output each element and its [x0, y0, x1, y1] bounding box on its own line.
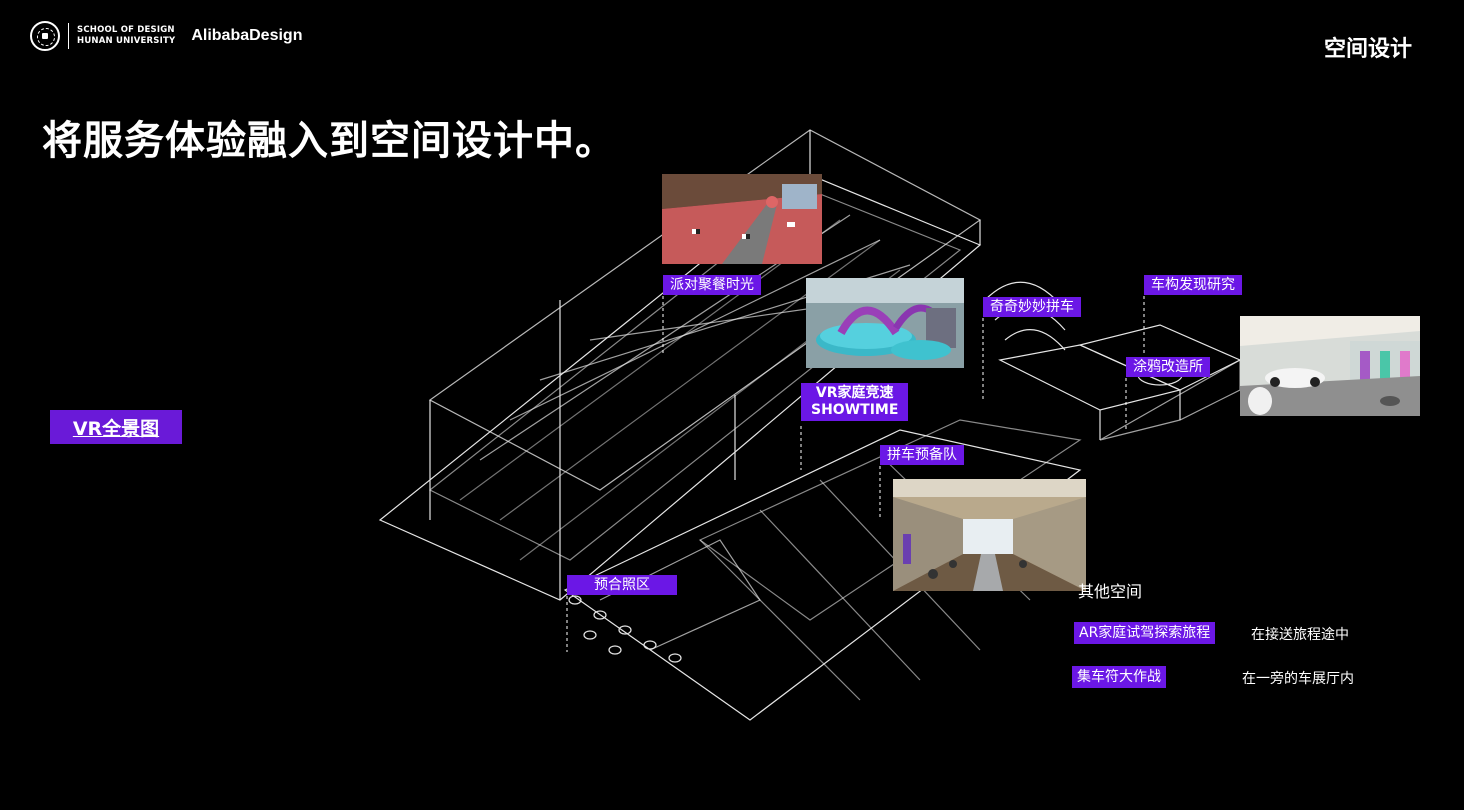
school-name-line1: SCHOOL OF DESIGN — [77, 25, 175, 35]
logo-divider — [68, 23, 69, 49]
brand-logo: AlibabaDesign — [191, 27, 303, 44]
zone-label-puzzle-carpool: 奇奇妙妙拼车 — [983, 297, 1081, 317]
other-space-label-collect: 集车符大作战 — [1072, 666, 1166, 688]
school-name: SCHOOL OF DESIGN HUNAN UNIVERSITY — [77, 25, 175, 47]
zone-label-photo-area: 预合照区 — [567, 575, 677, 595]
vr-panorama-link[interactable]: VR全景图 — [50, 410, 182, 444]
other-space-desc-ar-drive: 在接送旅程途中 — [1251, 627, 1349, 643]
render-party-dining — [662, 174, 822, 264]
render-graffiti-workshop — [1240, 316, 1420, 416]
render-carpool-reserve — [893, 479, 1086, 591]
school-name-line2: HUNAN UNIVERSITY — [77, 36, 176, 46]
zone-label-graffiti: 涂鸦改造所 — [1126, 357, 1210, 377]
render-vr-showtime — [806, 278, 964, 368]
other-spaces-heading: 其他空间 — [1078, 582, 1143, 601]
zone-label-party-dining: 派对聚餐时光 — [663, 275, 761, 295]
zone-label-vr-line1: VR家庭竞速 — [815, 385, 894, 401]
section-title: 空间设计 — [1323, 37, 1412, 62]
other-space-label-ar-drive: AR家庭试驾探索旅程 — [1074, 622, 1216, 644]
zone-label-vr-showtime: VR家庭竞速 SHOWTIME — [801, 383, 909, 421]
vr-panorama-label: VR全景图 — [72, 417, 160, 440]
zone-label-carpool-reserve: 拼车预备队 — [880, 445, 964, 465]
university-seal-icon — [30, 21, 60, 51]
header-logos: SCHOOL OF DESIGN HUNAN UNIVERSITY Alibab… — [30, 20, 302, 52]
other-space-desc-collect: 在一旁的车展厅内 — [1242, 671, 1354, 687]
zone-label-vr-line2: SHOWTIME — [811, 402, 899, 418]
zone-label-car-research: 车构发现研究 — [1144, 275, 1242, 295]
page-title: 将服务体验融入到空间设计中。 — [42, 118, 616, 164]
